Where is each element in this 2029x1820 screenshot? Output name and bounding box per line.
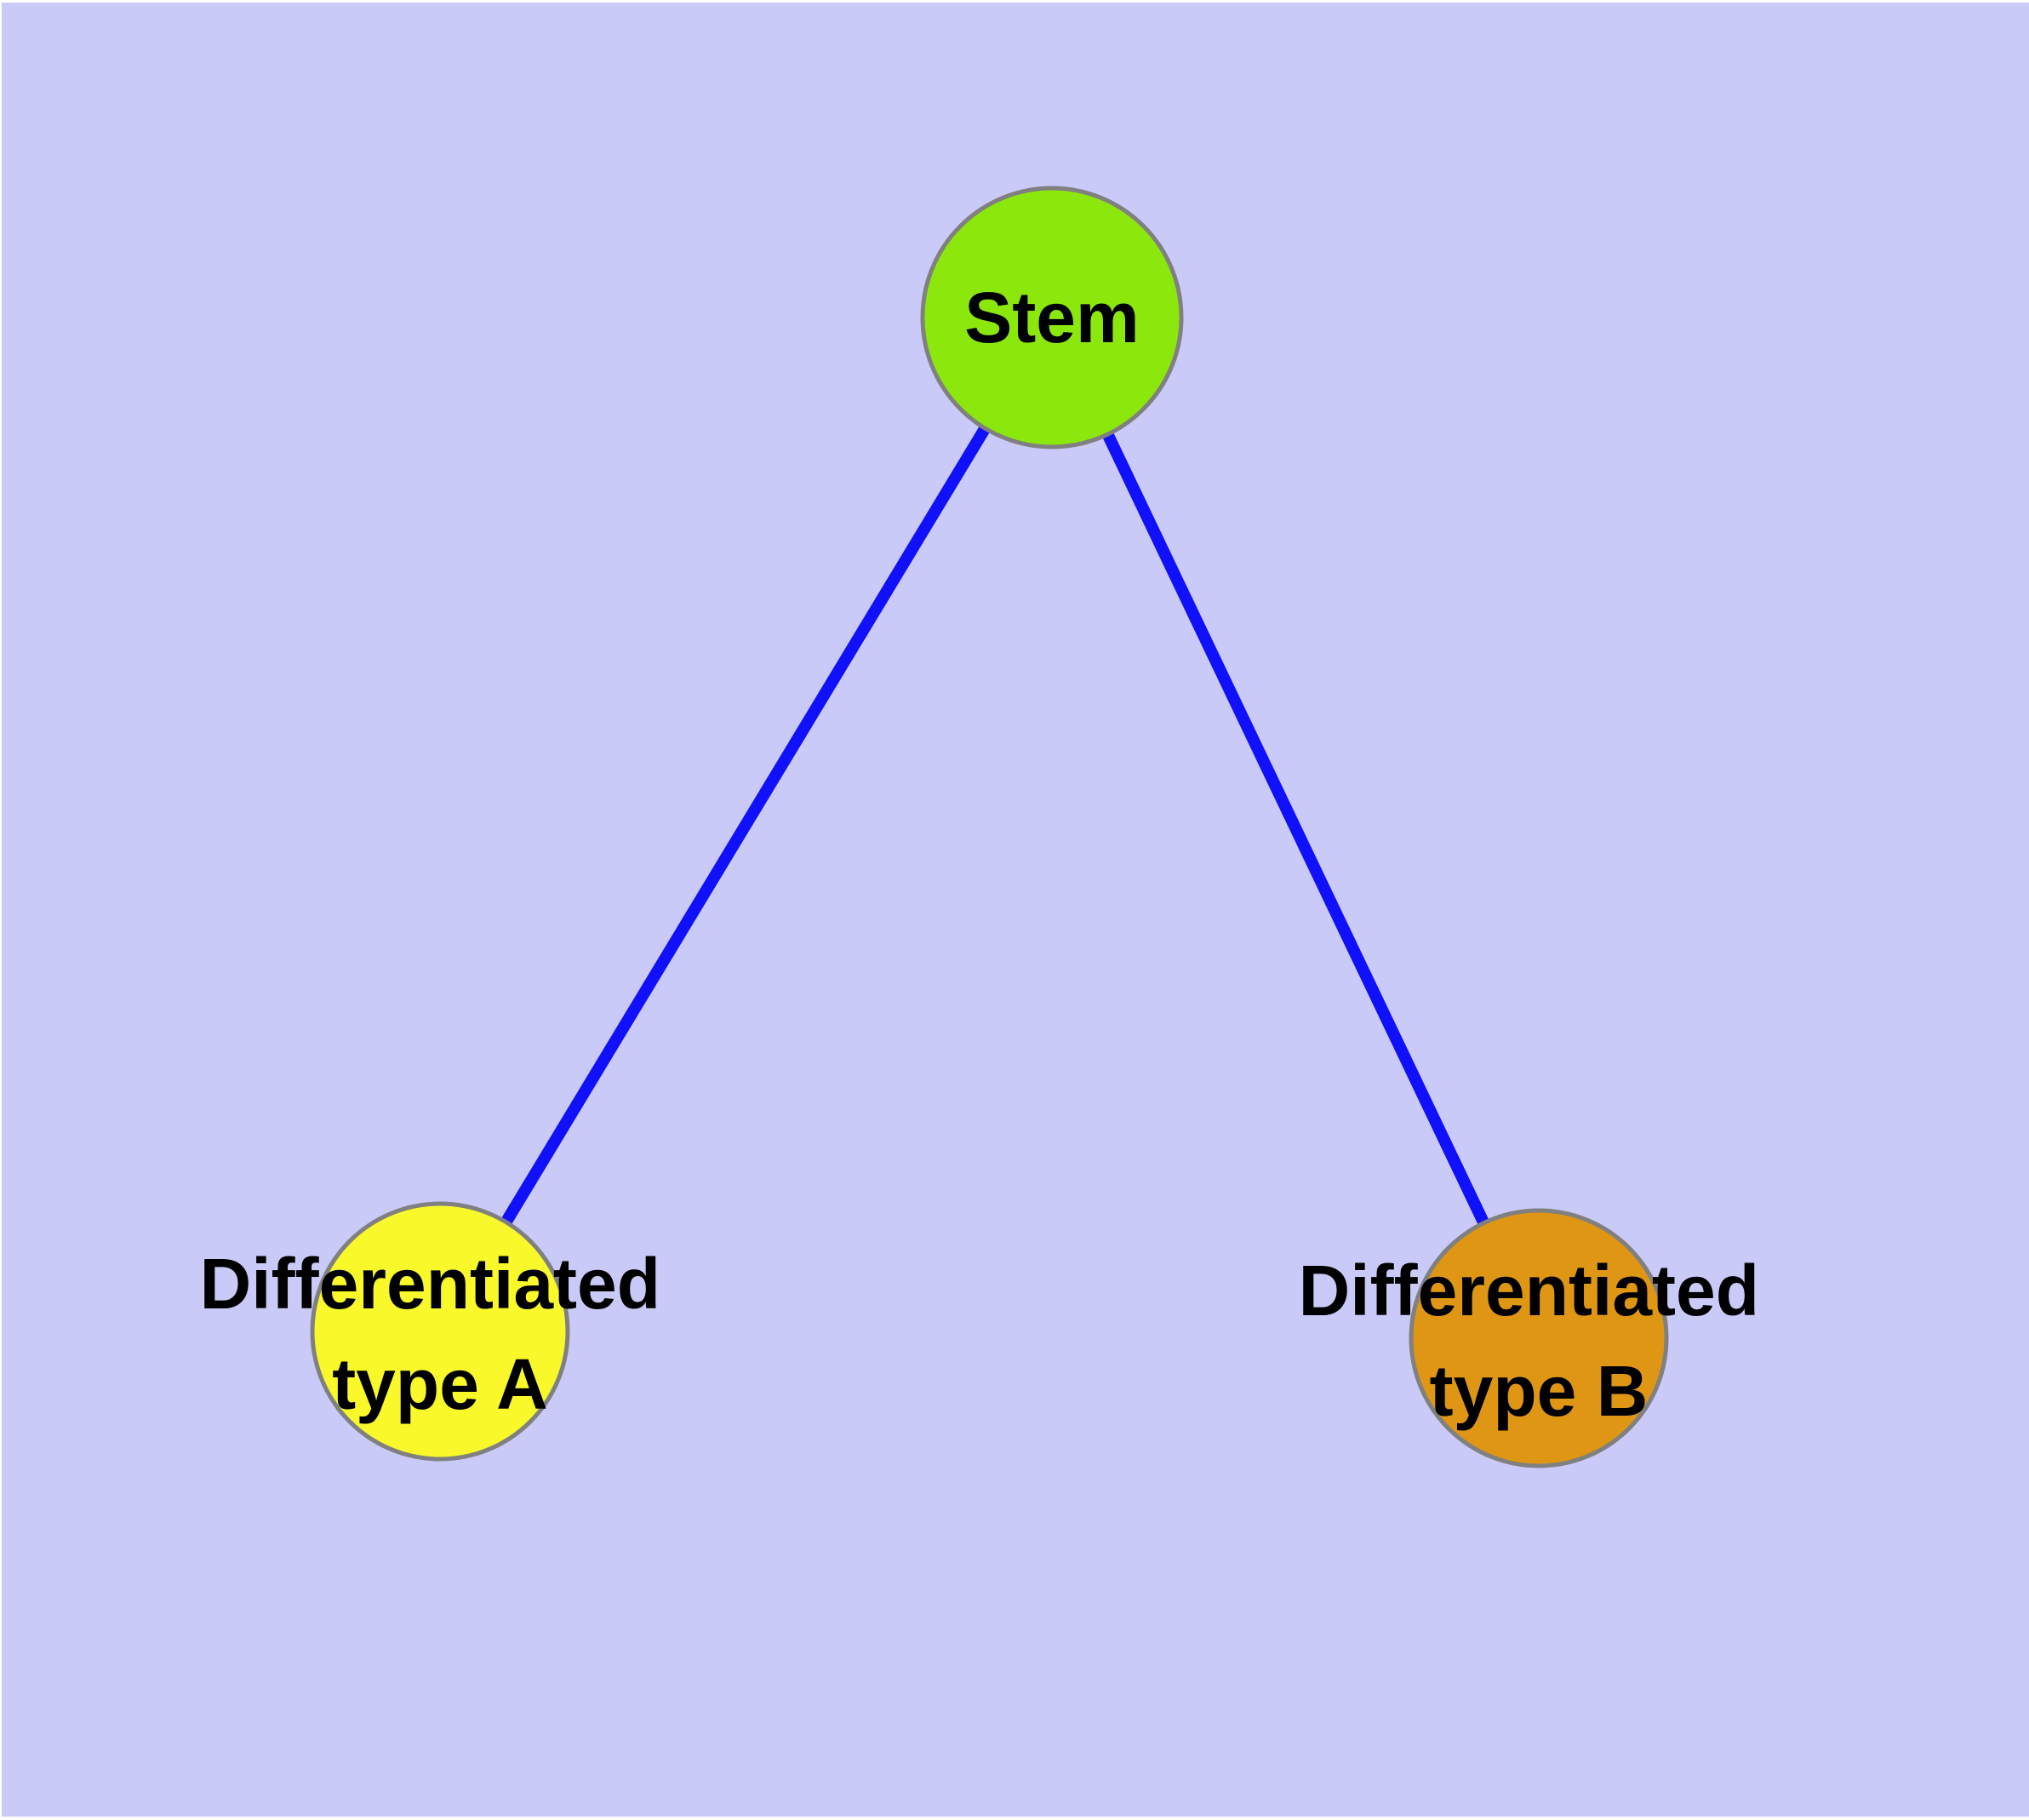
node-typeA-label-line1: Differentiated: [200, 1244, 660, 1324]
node-stem: [920, 186, 1184, 449]
node-typeB-label: Differentiated type B: [1299, 1251, 1780, 1431]
edge-stem-to-typeA: [435, 314, 1057, 1335]
node-stem-label: Stem: [964, 278, 1139, 358]
node-typeB-label-line1: Differentiated: [1299, 1251, 1759, 1331]
node-typeA-label-line2: type A: [332, 1344, 548, 1424]
node-differentiated-type-a: [310, 1201, 570, 1462]
edge-stem-to-typeB: [1046, 314, 1545, 1342]
node-typeA-label: Differentiated type A: [200, 1244, 681, 1424]
node-differentiated-type-b: [1409, 1208, 1669, 1468]
node-typeB-label-line2: type B: [1430, 1351, 1649, 1431]
